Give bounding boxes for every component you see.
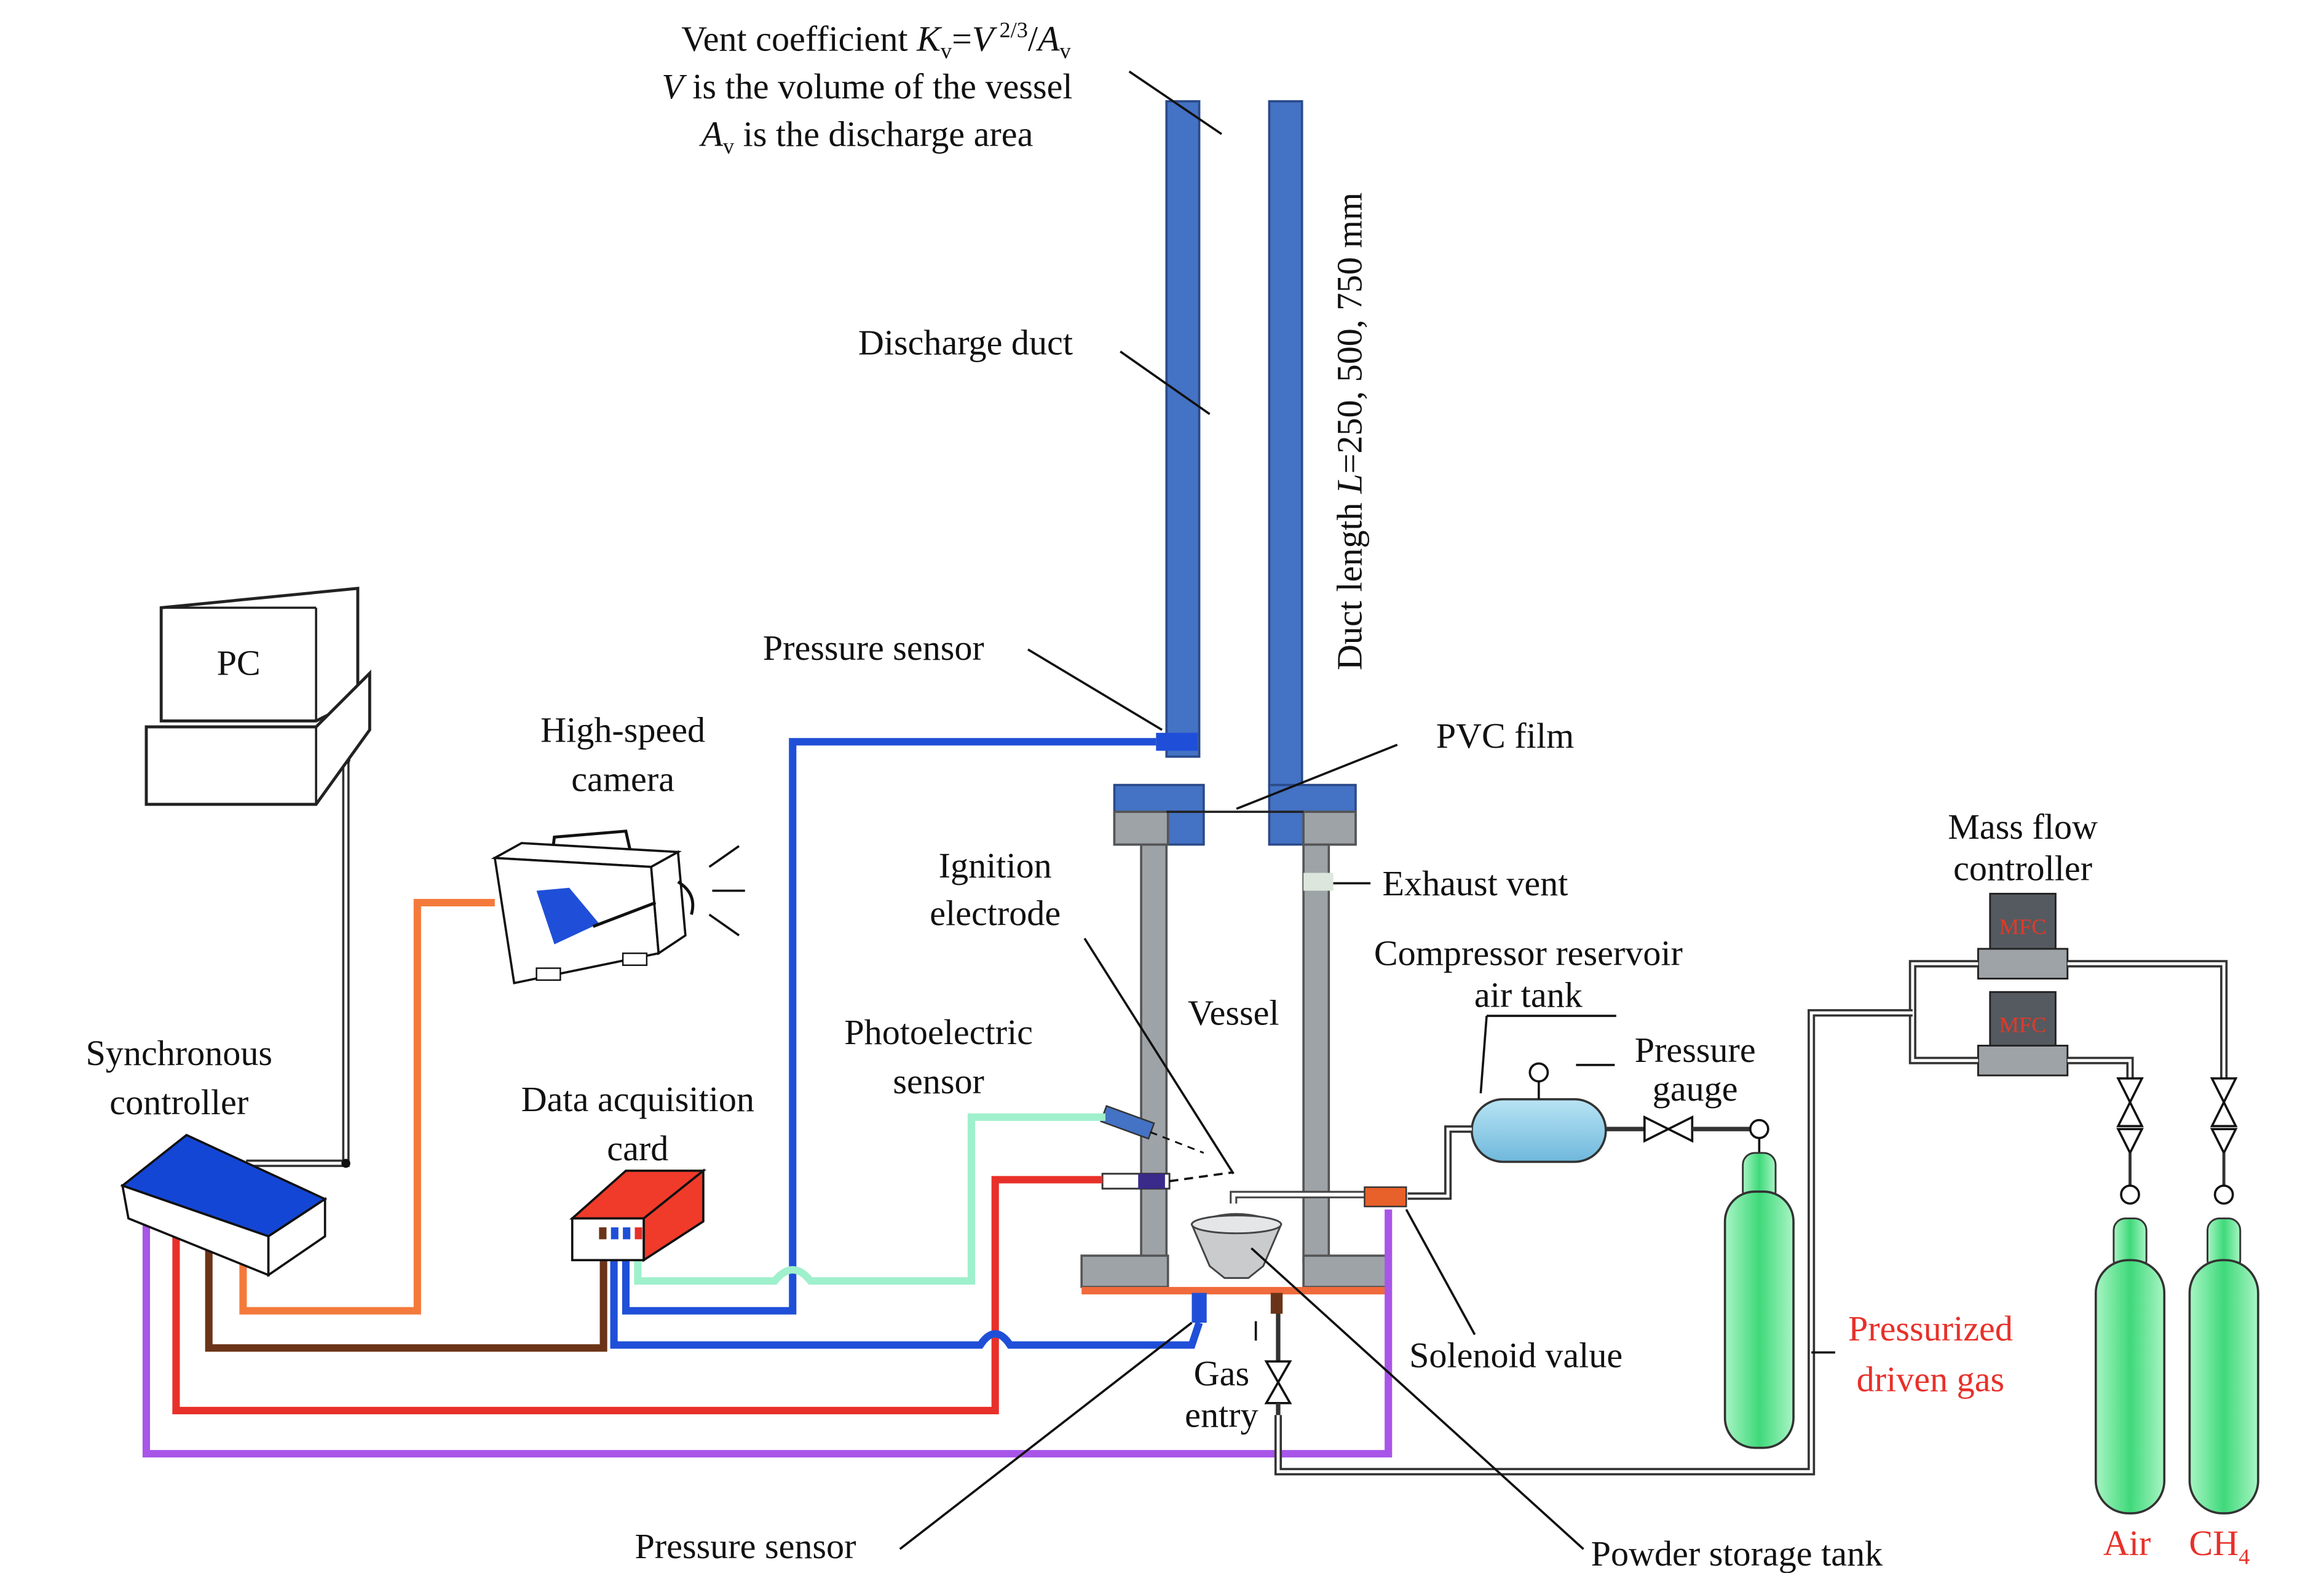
pc-label: PC [217, 643, 261, 683]
vent-coefficient-line2: V is the volume of the vessel [662, 66, 1072, 106]
compressor-label-2: air tank [1474, 975, 1583, 1015]
vessel-bottom-plate [1081, 1286, 1390, 1295]
ignition-electrode-label-1: Ignition [939, 845, 1052, 885]
exhaust-vent-label: Exhaust vent [1383, 863, 1568, 903]
pressurized-gas-label-1: Pressurized [1848, 1309, 2013, 1348]
exhaust-vent-port [1303, 873, 1334, 891]
driven-gas-cylinder [1723, 1152, 1795, 1449]
pc-cable [246, 759, 350, 1167]
brown-signal-line [205, 1229, 607, 1352]
vessel-label: Vessel [1188, 993, 1279, 1033]
pressure-sensor-top-label: Pressure sensor [763, 628, 984, 668]
red-signal-line [172, 1176, 1103, 1415]
ignition-electrode-label-2: electrode [930, 893, 1061, 933]
pressurized-gas-label-2: driven gas [1857, 1359, 2005, 1399]
ignition-electrode [1101, 1171, 1234, 1190]
pressure-gauge [1605, 1115, 1769, 1153]
orange-signal-line [239, 898, 495, 1315]
mfc-top-label: MFC [1999, 914, 2047, 939]
pvc-film-label: PVC film [1436, 716, 1574, 756]
daq-label-2: card [607, 1128, 668, 1168]
mass-flow-controller-label-2: controller [1953, 849, 2092, 889]
pc-computer [144, 587, 371, 806]
daq-label-1: Data acquisition [521, 1079, 754, 1119]
high-speed-camera-label-1: High-speed [540, 710, 705, 750]
discharge-duct [1165, 100, 1303, 788]
synchronous-controller [120, 1133, 328, 1277]
mint-signal-line [634, 1113, 1105, 1285]
mass-flow-controller-label-1: Mass flow [1948, 807, 2098, 847]
bottom-pressure-sensor [1192, 1293, 1207, 1323]
high-speed-camera-label-2: camera [571, 759, 674, 799]
ch4-line-valves [2210, 1077, 2238, 1205]
air-label: Air [2103, 1523, 2151, 1563]
powder-storage-tank [1190, 1213, 1283, 1279]
blue-signal-line-top [622, 738, 1156, 1315]
ch4-label: CH4 [2189, 1523, 2250, 1569]
vent-coefficient-line1: Vent coefficient Kv=V 2/3/Av [681, 18, 1071, 63]
mfc-top [1977, 892, 2069, 980]
gas-entry-port [1270, 1293, 1283, 1314]
mfc-bottom-label: MFC [1999, 1013, 2047, 1037]
gas-entry-label-1: Gas [1194, 1353, 1249, 1393]
gas-manifold [1274, 960, 2228, 1476]
purple-signal-line [142, 1203, 1393, 1458]
air-cylinder [2094, 1218, 2166, 1515]
pressure-gauge-label-1: Pressure [1635, 1030, 1756, 1070]
synchronous-controller-label-2: controller [109, 1082, 248, 1122]
leader-lines [899, 70, 1835, 1550]
powder-tank-label: Powder storage tank [1591, 1534, 1884, 1573]
vent-coefficient-line3: Av is the discharge area [698, 114, 1033, 158]
blue-signal-line-bottom [610, 1236, 1203, 1349]
pressure-sensor-bottom-label: Pressure sensor [634, 1526, 856, 1566]
ch4-cylinder [2188, 1218, 2259, 1515]
compressor-label-1: Compressor reservoir [1374, 933, 1683, 973]
air-line-valves [2116, 1077, 2144, 1205]
photoelectric-label-1: Photoelectric [844, 1012, 1033, 1052]
solenoid-valve [1364, 1186, 1407, 1208]
solenoid-label: Solenoid value [1409, 1336, 1622, 1376]
duct-length-label: Duct length L=250, 500, 750 mm [1330, 192, 1370, 670]
data-acquisition-card [569, 1168, 707, 1262]
gas-entry-label-2: entry [1185, 1395, 1258, 1435]
compressor-air-tank [1471, 1062, 1607, 1163]
tank-to-solenoid-pipe [1407, 1125, 1472, 1200]
duct-pressure-sensor [1156, 732, 1198, 751]
labels: Vent coefficient Kv=V 2/3/Av V is the vo… [85, 18, 2250, 1574]
pressure-gauge-label-2: gauge [1653, 1069, 1738, 1109]
mfc-bottom [1977, 991, 2069, 1077]
photoelectric-label-2: sensor [893, 1061, 984, 1101]
synchronous-controller-label-1: Synchronous [85, 1033, 272, 1073]
high-speed-camera [491, 830, 745, 984]
gas-entry-valve [1264, 1313, 1292, 1416]
discharge-duct-label: Discharge duct [858, 323, 1073, 363]
